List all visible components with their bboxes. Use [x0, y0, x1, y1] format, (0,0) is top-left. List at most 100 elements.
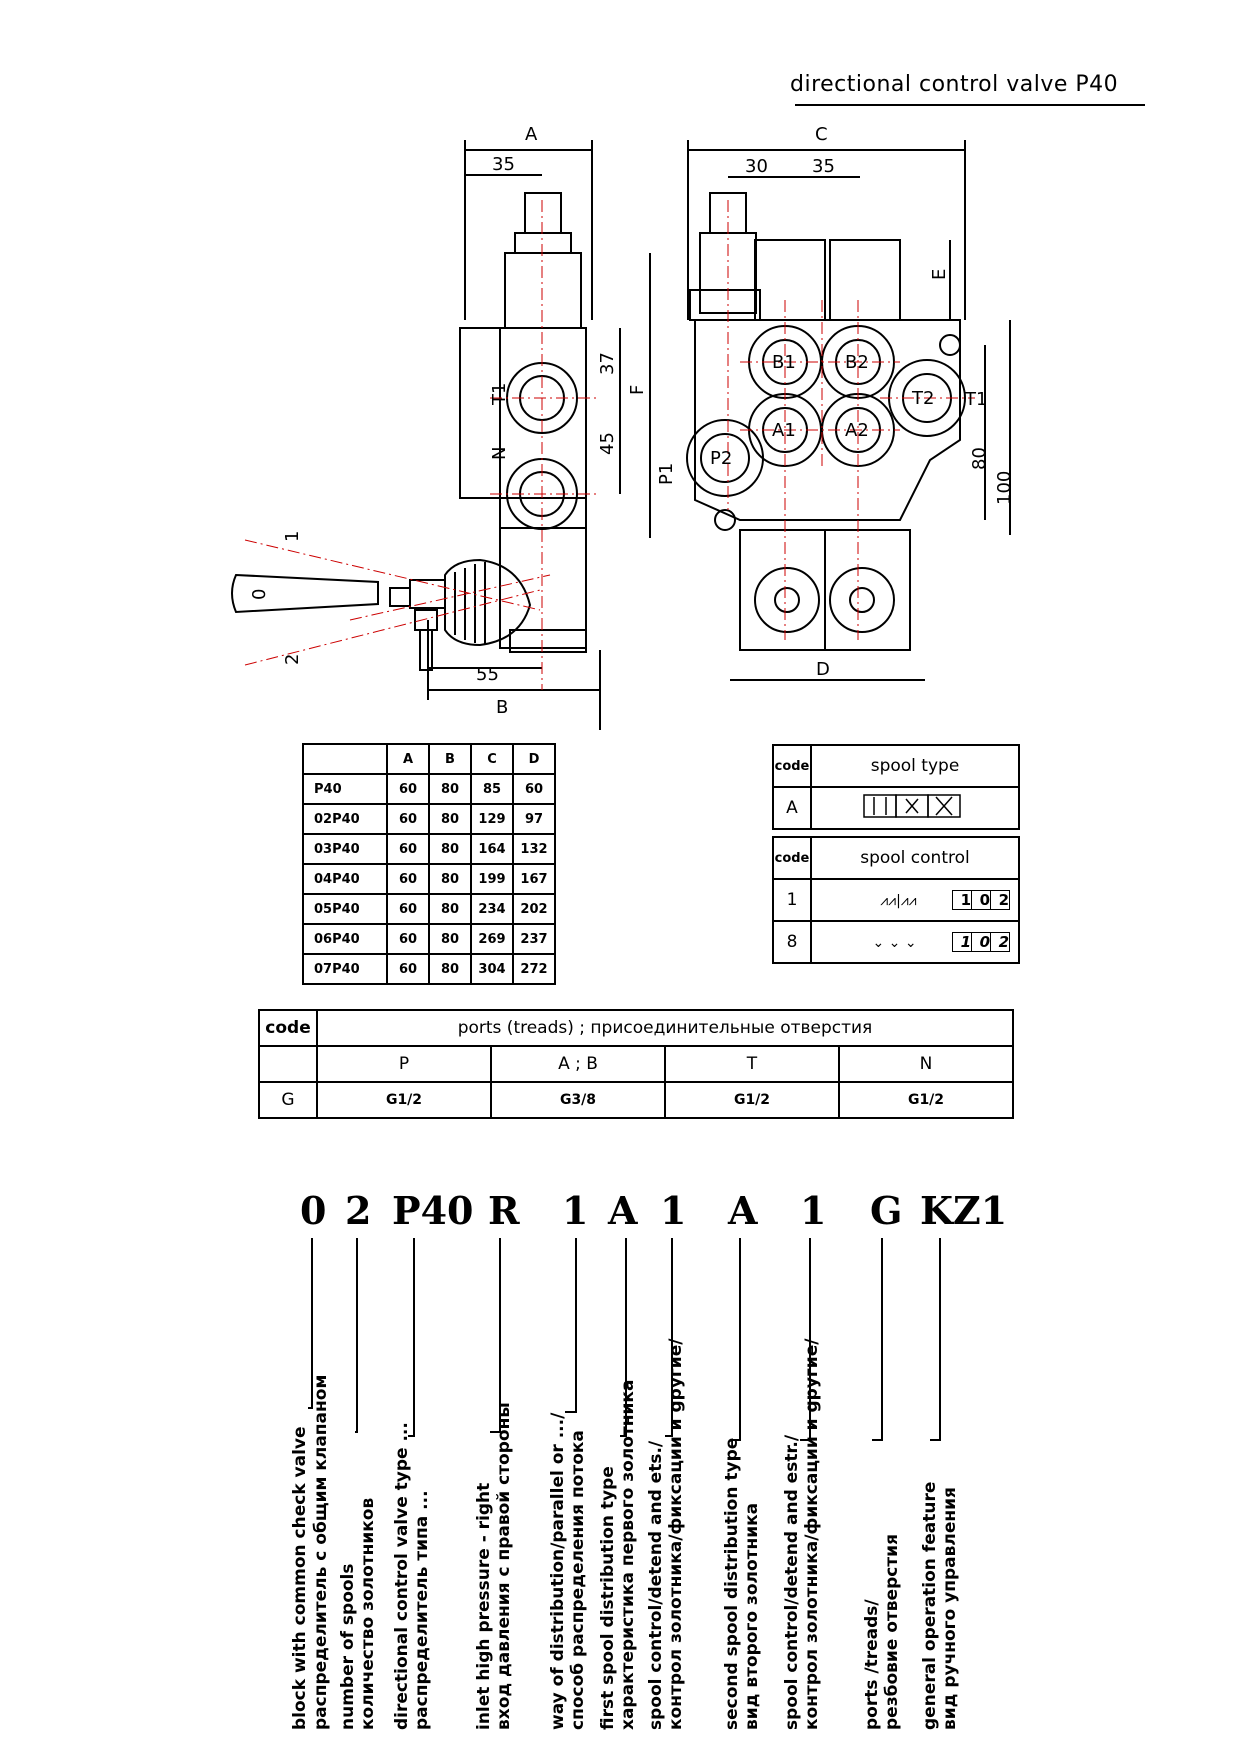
table-row: 07P40 60 80 304 272 [302, 953, 556, 985]
code-char-ports: G [870, 1188, 903, 1233]
spool-symbol-icon [863, 793, 961, 818]
table-cell: 60 [386, 773, 430, 805]
table-cell: 164 [470, 833, 514, 865]
table-cell: 272 [512, 953, 556, 985]
label-inlet-ru: вход давления с правой стороны [494, 1402, 514, 1730]
spool-type-code: A [772, 786, 812, 830]
label-spool1-control-ru: контрол золотника/фиксации и gpyгие/ [666, 1338, 686, 1730]
table-header-cell: D [512, 743, 556, 775]
valve-drawing: A 35 37 45 F T1 N 55 B 0 1 2 C 30 35 E D… [231, 124, 1015, 730]
dim-35-label: 35 [492, 154, 515, 175]
model-cell: 02P40 [302, 803, 388, 835]
table-cell: 97 [512, 803, 556, 835]
table-header-cell: A [386, 743, 430, 775]
table-cell: 80 [428, 833, 472, 865]
code-header: code [772, 836, 812, 880]
lever-position-0: 0 [249, 589, 270, 600]
table-cell: 304 [470, 953, 514, 985]
model-cell: 04P40 [302, 863, 388, 895]
port-P2-label: P2 [710, 448, 732, 469]
label-inlet-en: inlet high pressure - right [474, 1482, 494, 1730]
port-B2-label: B2 [845, 352, 869, 373]
lever-position-2: 2 [282, 654, 303, 665]
label-spool1-type-ru: характеристика первого золотника [618, 1379, 638, 1730]
table-cell: 80 [428, 923, 472, 955]
table-cell: 234 [470, 893, 514, 925]
label-type-en: directional control valve type ... [392, 1422, 412, 1730]
table-cell: 60 [386, 923, 430, 955]
table-row: 05P40 60 80 234 202 [302, 893, 556, 925]
table-cell: 167 [512, 863, 556, 895]
port-row-code: G [258, 1081, 318, 1119]
table-cell: 60 [386, 803, 430, 835]
port-column-header: P [316, 1045, 492, 1083]
code-char-block: 0 [300, 1188, 327, 1233]
table-cell: 60 [386, 833, 430, 865]
table-header-cell [302, 743, 388, 775]
label-ports-ru: резбовие отверстия [882, 1534, 902, 1730]
dim-F-label: F [627, 385, 648, 395]
code-char-spools: 2 [345, 1188, 372, 1233]
port-value: G1/2 [316, 1081, 492, 1119]
label-operation-ru: вид ручного управления [940, 1487, 960, 1730]
spool-control-code: 8 [772, 920, 812, 964]
table-cell: 80 [428, 773, 472, 805]
spool-type-table: code spool type A [772, 744, 1020, 830]
table-header-cell: B [428, 743, 472, 775]
table-cell: 199 [470, 863, 514, 895]
port-value: G3/8 [490, 1081, 666, 1119]
code-char-inlet: R [488, 1188, 520, 1233]
label-spools-ru: количество золотников [358, 1497, 378, 1730]
table-cell: 132 [512, 833, 556, 865]
port-T2-label: T2 [911, 388, 934, 409]
label-ports-en: ports /treads/ [862, 1599, 882, 1730]
model-cell: 07P40 [302, 953, 388, 985]
label-spool1-control-en: spool control/detend and ets./ [646, 1440, 666, 1730]
position-box: 2 [998, 933, 1009, 951]
table-cell: 60 [386, 863, 430, 895]
title-underline [795, 104, 1145, 106]
label-spool2-control-en: spool control/detend and estr./ [782, 1434, 802, 1730]
dim-37-label: 37 [597, 352, 618, 375]
dim-55-label: 55 [476, 664, 499, 685]
position-box: 0 [972, 933, 991, 951]
dim-100-label: 100 [994, 471, 1015, 505]
table-cell: 129 [470, 803, 514, 835]
code-char-spool1-control: 1 [660, 1188, 687, 1233]
lever-position-1: 1 [282, 531, 303, 542]
label-spool2-type-en: second spool distribution type [722, 1437, 742, 1730]
code-char-spool1-type: A [608, 1188, 638, 1233]
dim-E-label: E [929, 269, 950, 280]
code-header: code [258, 1009, 318, 1047]
table-row: P40 60 80 85 60 [302, 773, 556, 805]
position-box: 1 [953, 891, 972, 909]
table-row: 06P40 60 80 269 237 [302, 923, 556, 955]
port-T1-front-label: T1 [964, 389, 987, 410]
spool-control-code: 1 [772, 878, 812, 922]
spool-type-symbol [810, 786, 1020, 830]
port-column-header: A ; B [490, 1045, 666, 1083]
table-cell: 80 [428, 863, 472, 895]
ports-header: ports (treads) ; присоединительные отвер… [316, 1009, 1014, 1047]
table-header-row: A B C D [302, 743, 556, 775]
code-char-type: P40 [392, 1188, 474, 1233]
dim-30-label: 30 [745, 156, 768, 177]
table-cell: 85 [470, 773, 514, 805]
dim-35-front-label: 35 [812, 156, 835, 177]
table-cell: 202 [512, 893, 556, 925]
port-P1-label: P1 [656, 463, 677, 485]
table-cell: 80 [428, 803, 472, 835]
label-distribution-ru: способ распределения потока [568, 1430, 588, 1730]
spool-control-header: spool control [810, 836, 1020, 880]
port-column-header: T [664, 1045, 840, 1083]
spring-icon: ⩘⩘|⩘⩘ [880, 893, 917, 909]
code-char-distribution: 1 [562, 1188, 589, 1233]
spool-type-header: spool type [810, 744, 1020, 788]
model-cell: P40 [302, 773, 388, 805]
page-title: directional control valve P40 [790, 72, 1119, 97]
dim-B-label: B [496, 697, 508, 718]
